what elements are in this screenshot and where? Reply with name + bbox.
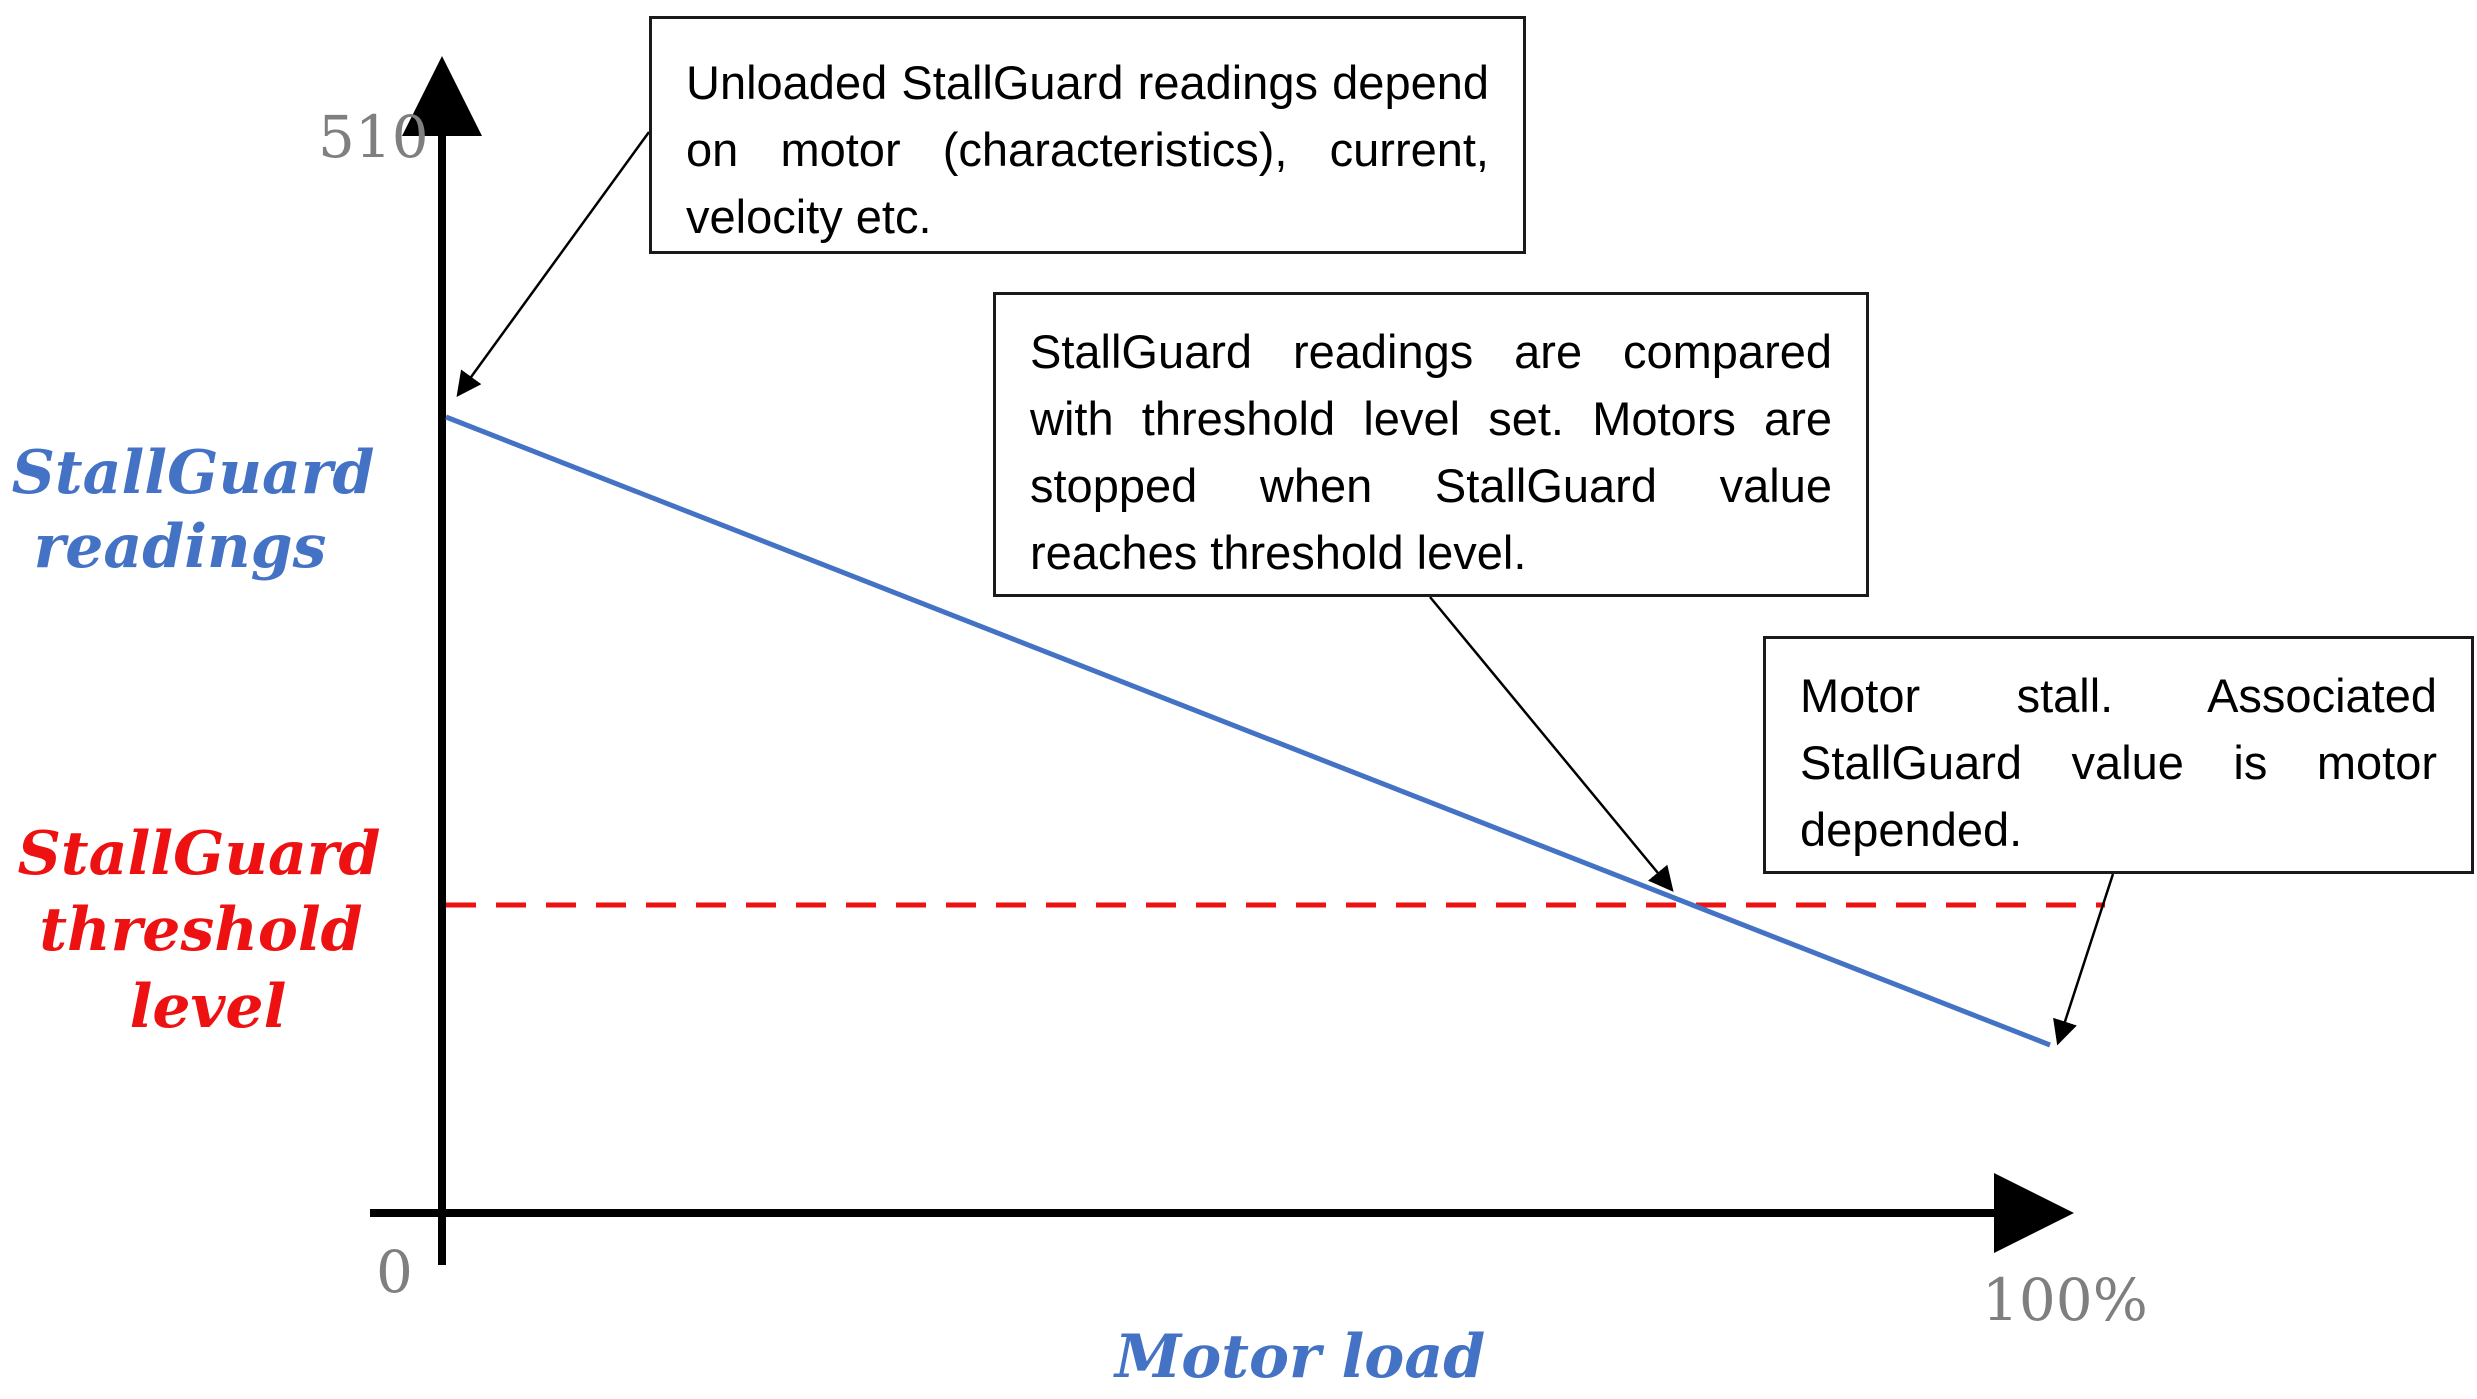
- threshold-label-line1: StallGuard: [18, 819, 381, 889]
- y-axis-label-line2: readings: [34, 512, 327, 582]
- threshold-label-line2: threshold: [39, 895, 362, 965]
- y-axis-label-line1: StallGuard: [12, 438, 375, 508]
- x-max-tick-label: 100%: [1982, 1266, 2148, 1334]
- callout-stall-text: Motor stall. Associated StallGuard value…: [1800, 669, 2437, 856]
- callout-threshold-compare: StallGuard readings are compared with th…: [993, 292, 1869, 597]
- pointer-unloaded: [456, 131, 651, 398]
- readings-line: [445, 414, 2051, 1048]
- callout-unloaded-text: Unloaded StallGuard readings depend on m…: [686, 56, 1489, 243]
- origin-tick-label: 0: [376, 1238, 413, 1306]
- threshold-label-line3: level: [130, 972, 287, 1042]
- callout-compare-text: StallGuard readings are compared with th…: [1030, 325, 1832, 579]
- pointer-stall: [2053, 873, 2115, 1046]
- pointer-compare: [1429, 596, 1674, 892]
- x-axis-label: Motor load: [1113, 1322, 1485, 1392]
- callout-motor-stall: Motor stall. Associated StallGuard value…: [1763, 636, 2474, 874]
- y-max-tick-label: 510: [318, 103, 429, 171]
- callout-unloaded-readings: Unloaded StallGuard readings depend on m…: [649, 16, 1526, 254]
